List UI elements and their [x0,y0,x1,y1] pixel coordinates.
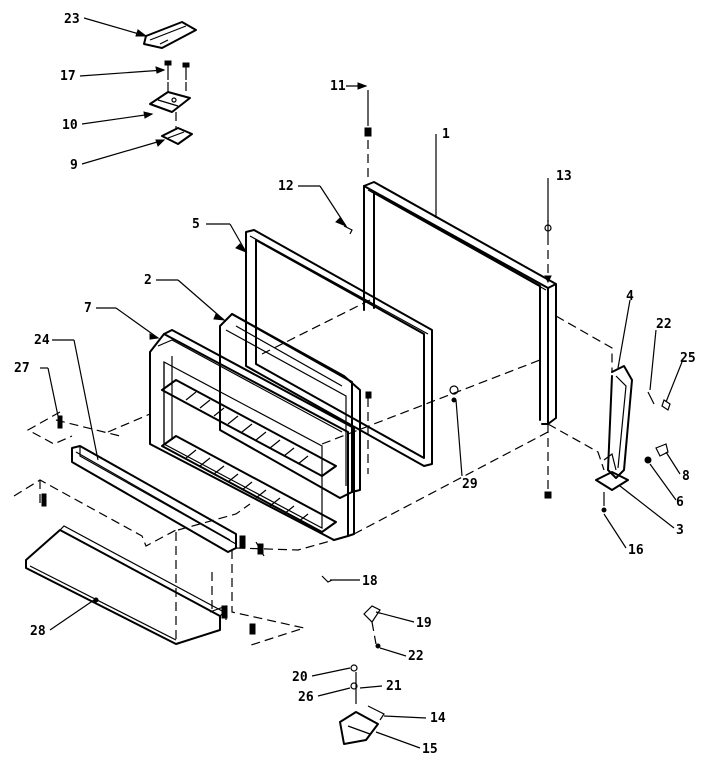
part-14-pin [367,705,385,721]
label-14: 14 [430,711,446,726]
label-12: 12 [278,179,294,194]
part-22-screw-right [647,391,655,405]
label-1: 1 [442,127,450,142]
label-18: 18 [362,574,378,589]
leader-lines [40,17,683,749]
part-1-outer-door-panel [363,181,557,425]
label-20: 20 [292,670,308,685]
label-10: 10 [62,118,78,133]
part-6-washer [644,456,652,464]
part-7-door-shelf-assembly [149,329,355,541]
label-9: 9 [70,158,78,173]
label-6: 6 [676,495,684,510]
label-23: 23 [64,12,80,27]
label-11: 11 [330,79,346,94]
part-8-pin [655,443,669,457]
label-2: 2 [144,273,152,288]
label-5: 5 [192,217,200,232]
label-8: 8 [682,469,690,484]
label-13: 13 [556,169,572,184]
part-18-clip [321,575,333,583]
part-15-lower-hinge-block [339,711,379,745]
part-17-screws [164,60,190,80]
part-13-screw [544,220,552,284]
label-27: 27 [14,361,30,376]
label-28: 28 [30,624,46,639]
label-16: 16 [628,543,644,558]
arrowheads [135,29,368,340]
part-labels: 23 17 10 9 11 1 13 12 5 2 7 24 27 4 22 2… [14,12,696,757]
label-26: 26 [298,690,314,705]
label-24: 24 [34,333,50,348]
part-16-screw [601,492,607,513]
part-23-hinge-cover [143,21,197,49]
part-29-washer [449,385,459,403]
assembly-lines [13,299,613,647]
frame-screws [365,391,552,499]
label-3: 3 [676,523,684,538]
label-4: 4 [626,289,634,304]
part-20-washer [350,664,358,672]
part-3-lower-hinge [595,452,629,491]
label-25: 25 [680,351,696,366]
part-2-inner-door-liner [219,313,361,499]
part-5-door-gasket [245,229,433,467]
label-17: 17 [60,69,76,84]
part-4-hinge-bracket [607,365,633,479]
part-10-top-hinge [149,91,191,113]
part-9-hinge-plate [161,127,193,145]
part-24-trim-bar [71,445,237,553]
label-29: 29 [462,477,478,492]
bottom-left-screws [41,415,264,635]
part-26-spacer [350,682,358,690]
label-15: 15 [422,742,438,757]
part-22-screw-lower [371,621,381,649]
part-11-screw [364,90,372,180]
part-12-clip [343,225,353,235]
part-25-bushing [661,399,671,411]
label-7: 7 [84,301,92,316]
label-22-right: 22 [656,317,672,332]
label-22-lower: 22 [408,649,424,664]
label-19: 19 [416,616,432,631]
label-21: 21 [386,679,402,694]
part-19-bracket [363,605,381,623]
